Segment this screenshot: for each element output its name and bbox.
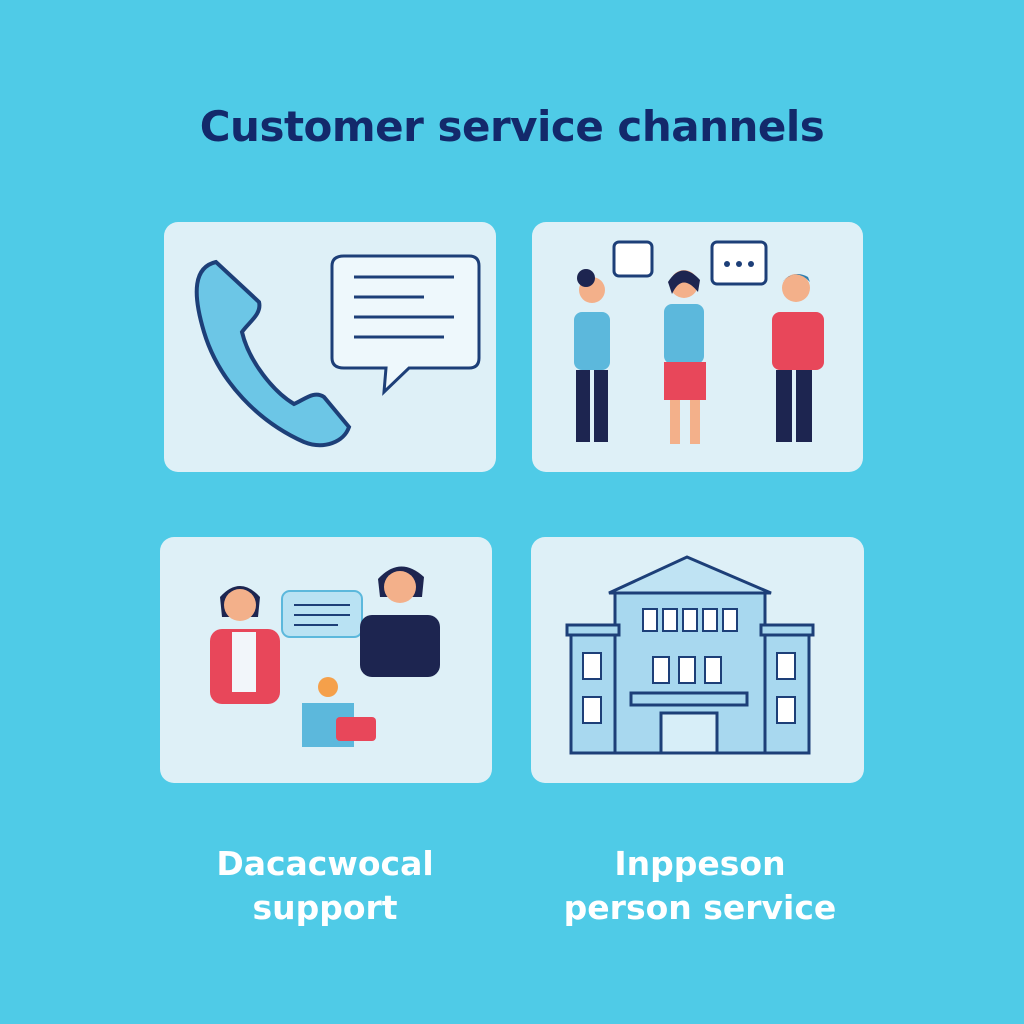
person-middle xyxy=(664,270,706,444)
building-illustration xyxy=(565,555,815,755)
card-group-conversation xyxy=(532,222,863,472)
card-phone-support xyxy=(164,222,496,472)
agent-person xyxy=(360,566,440,677)
page-title: Customer service channels xyxy=(199,102,825,151)
card-desk-support xyxy=(160,537,492,783)
phone-chat-illustration xyxy=(194,254,481,448)
caption-in-person-service: Inppeson person service xyxy=(540,842,860,930)
caption-phone-support: Dacacwocal support xyxy=(170,842,480,930)
customer-person xyxy=(210,586,280,704)
location-bubble-icon xyxy=(612,240,654,278)
card-in-person-office xyxy=(531,537,864,783)
caption-line-2: support xyxy=(252,888,398,927)
person-left xyxy=(574,269,610,442)
desk-support-illustration xyxy=(210,566,440,747)
caption-line-1: Dacacwocal xyxy=(216,844,434,883)
caption-line-2: person service xyxy=(563,888,837,927)
person-right xyxy=(772,274,824,442)
speech-bubble-icon xyxy=(330,254,481,396)
people-talking-illustration xyxy=(574,240,824,444)
phone-handset-icon xyxy=(194,259,352,448)
caption-line-1: Inppeson xyxy=(614,844,786,883)
